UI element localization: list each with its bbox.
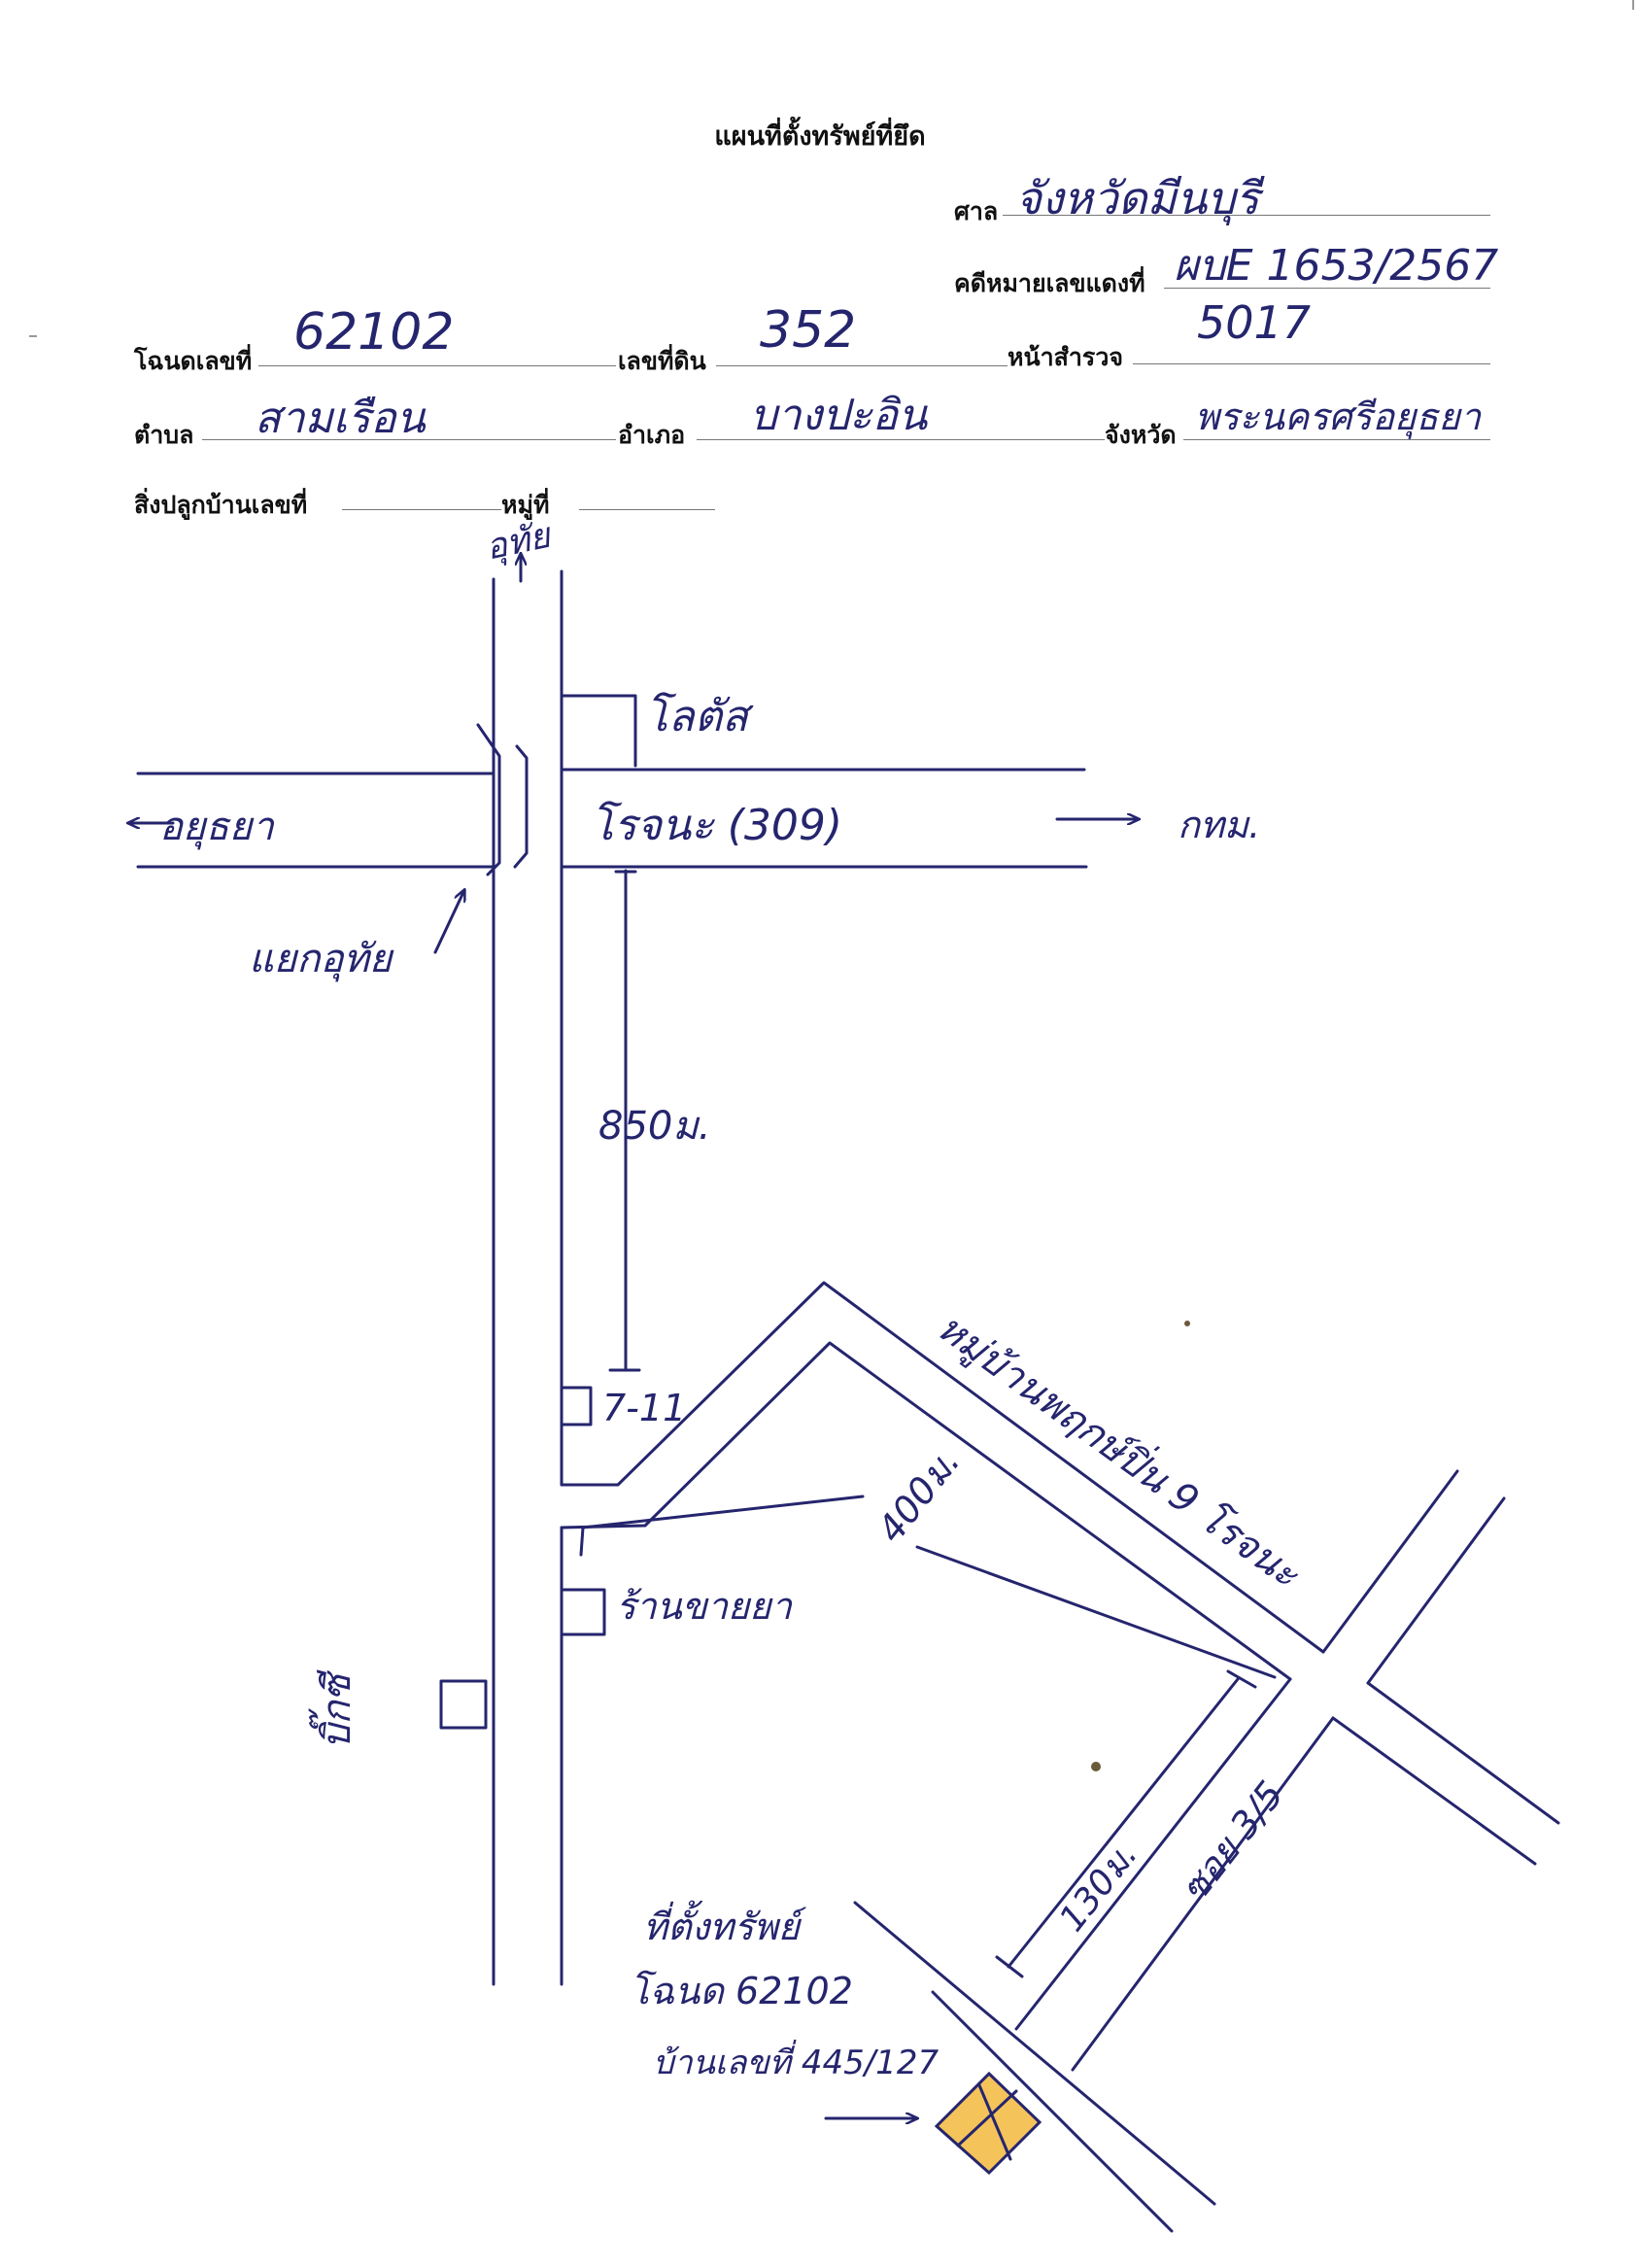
crossroad-ne-edge-a (1321, 1469, 1459, 1654)
case-field-line (1164, 288, 1490, 289)
scan-edge-mark (29, 335, 37, 337)
label-to-north: อุทัย (482, 515, 557, 569)
dimension-400-arrow-line (579, 1495, 865, 1557)
crossroad-se-edge-a (1366, 1681, 1560, 1825)
subdistrict-label: ตำบล (134, 421, 194, 449)
village-road-north-edge (560, 1281, 1325, 1654)
dimension-130-line (1007, 1677, 1240, 1969)
dimension-130-cap-bottom (995, 1955, 1024, 1978)
crossroad-se-edge-b (1331, 1716, 1537, 1866)
survey-label: หน้าสำรวจ (1008, 343, 1124, 371)
province-value: พระนครศรีอยุธยา (1195, 395, 1482, 438)
property-street-north-edge (853, 1901, 1216, 2206)
court-value: จังหวัดมีนบุรี (1015, 172, 1260, 224)
moo-label: หมู่ที่ (501, 491, 550, 519)
label-big-c: บิ๊กซี (308, 1669, 359, 1749)
property-marker (934, 2071, 1042, 2176)
label-pharmacy: ร้านขายยา (616, 1585, 794, 1628)
subdistrict-value: สามเรือน (255, 394, 426, 443)
survey-field-line (1133, 363, 1490, 364)
pharmacy-box (560, 1588, 606, 1636)
land-no-label: เลขที่ดิน (618, 347, 706, 375)
district-label: อำเภอ (618, 421, 686, 449)
intersection-island-right (513, 744, 529, 869)
district-field-line (697, 439, 1105, 440)
seven-eleven-box (560, 1386, 593, 1426)
dimension-130-cap-top (1226, 1669, 1257, 1689)
province-label: จังหวัด (1105, 421, 1177, 449)
label-property-line2: โฉนด 62102 (630, 1970, 853, 2012)
property-marker-cross-a (977, 2083, 1012, 2161)
court-label: ศาล (954, 197, 999, 225)
moo-field-line (579, 509, 715, 510)
label-intersection: แยกอุทัย (249, 937, 394, 982)
crossroad-ne-edge-b (1366, 1496, 1506, 1685)
deed-label: โฉนดเลขที่ (134, 347, 253, 375)
soi-east-edge (1071, 1716, 1335, 2072)
label-distance-400: 400ม. (869, 1440, 968, 1551)
label-property-line3: บ้านเลขที่ 445/127 (653, 2040, 939, 2082)
label-seven-eleven: 7-11 (602, 1387, 686, 1429)
soi-west-edge (1014, 1677, 1292, 2031)
deed-value: 62102 (293, 303, 455, 361)
deed-field-line (258, 365, 616, 366)
page-title: แผนที่ตั้งทรัพย์ที่ยึด (714, 121, 926, 152)
big-c-box (439, 1679, 488, 1730)
land-no-value: 352 (760, 301, 857, 360)
label-soi: ซอย 3/5 (1172, 1773, 1291, 1910)
court-field-line (1003, 215, 1490, 216)
subdistrict-field-line (202, 439, 616, 440)
stray-dot (1091, 1762, 1101, 1771)
case-label: คดีหมายเลขแดงที่ (954, 269, 1145, 297)
house-label: สิ่งปลูกบ้านเลขที่ (134, 491, 308, 519)
district-value: บางปะอิน (750, 391, 928, 440)
province-field-line (1183, 439, 1490, 440)
label-to-east: กทม. (1178, 804, 1260, 846)
stray-dot (1184, 1321, 1190, 1326)
intersection-island-left (476, 723, 501, 876)
label-distance-850: 850ม. (598, 1104, 710, 1149)
survey-value: 5017 (1197, 296, 1312, 349)
property-marker-cross-b (956, 2089, 1018, 2148)
lotus-marker (562, 694, 637, 768)
dimension-400-line (915, 1545, 1277, 1679)
intersection-pointer (433, 890, 464, 954)
scan-edge-mark (1632, 0, 1634, 10)
land-no-field-line (716, 365, 1008, 366)
case-value: ผบE 1653/2567 (1174, 241, 1499, 291)
label-lotus: โลตัส (645, 692, 754, 741)
label-property-line1: ที่ตั้งทรัพย์ (643, 1900, 807, 1948)
label-to-west: อยุธยา (159, 805, 275, 850)
property-street-south-edge (931, 1990, 1174, 2233)
house-field-line (342, 509, 501, 510)
label-rojana-road: โรจนะ (309) (591, 801, 842, 850)
